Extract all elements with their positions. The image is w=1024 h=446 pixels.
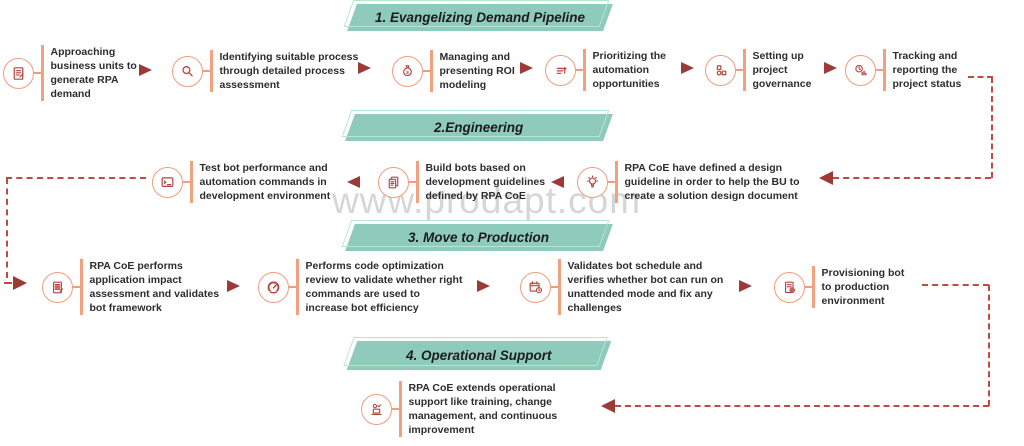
step-label: RPA CoE have defined a design guideline …: [624, 162, 800, 202]
step-design-guideline: RPA CoE have defined a design guideline …: [577, 161, 811, 203]
flow-arrow-icon: [520, 62, 533, 74]
calendar-clock-icon: [520, 271, 551, 303]
phase-title: 4. Operational Support: [406, 348, 552, 363]
step-label: Managing and presenting ROI modeling: [439, 51, 515, 91]
phase-banner-engineering: 2.Engineering: [345, 114, 613, 141]
priority-list-icon: [545, 54, 576, 86]
step-operational-support: RPA CoE extends operational support like…: [361, 381, 581, 437]
dashed-connector-3: [615, 405, 989, 407]
terminal-icon: [152, 166, 183, 198]
step-label: Identifying suitable process through det…: [219, 51, 359, 91]
flow-arrow-icon: [477, 280, 490, 292]
dashed-connector-1: [833, 177, 991, 179]
support-laptop-icon: [361, 393, 392, 425]
step-test-bot-performance: Test bot performance and automation comm…: [152, 161, 340, 203]
clipboard-icon: [3, 57, 34, 89]
governance-blocks-icon: [705, 54, 736, 86]
phase-title: 2.Engineering: [434, 120, 524, 135]
step-label: Setting up project governance: [752, 50, 812, 90]
phase-banner-evangelizing: 1. Evangelizing Demand Pipeline: [347, 4, 613, 31]
step-tracking-reporting: Tracking and reporting the project statu…: [845, 49, 979, 91]
gauge-icon: [258, 271, 289, 303]
step-label: Performs code optimization review to val…: [305, 260, 463, 314]
flow-arrow-icon: [739, 280, 752, 292]
dashed-arrow-left-icon: [601, 399, 615, 413]
step-label: RPA CoE performs application impact asse…: [89, 260, 220, 314]
flow-arrow-icon: [347, 176, 360, 188]
step-label: Validates bot schedule and verifies whet…: [567, 260, 724, 314]
step-provisioning-bot: Provisioning bot to production environme…: [774, 266, 917, 308]
step-impact-assessment: RPA CoE performs application impact asse…: [42, 259, 225, 315]
provisioning-icon: [774, 271, 805, 303]
dashed-connector-1: [991, 77, 993, 178]
phase-title: 1. Evangelizing Demand Pipeline: [374, 10, 586, 25]
flow-arrow-icon: [551, 176, 564, 188]
dashed-arrow-right-icon: [13, 276, 27, 290]
magnifier-icon: [172, 55, 203, 87]
step-label: Test bot performance and automation comm…: [199, 162, 331, 202]
step-label: RPA CoE extends operational support like…: [408, 382, 558, 436]
step-roi-modeling: $ Managing and presenting ROI modeling: [392, 50, 524, 92]
flow-arrow-icon: [139, 64, 152, 76]
dashed-connector-3: [988, 285, 990, 406]
dashed-connector-2: [6, 178, 8, 278]
phase-banner-move-to-production: 3. Move to Production: [345, 224, 613, 251]
phase-title: 3. Move to Production: [408, 230, 550, 245]
dashed-connector-1: [968, 76, 993, 78]
step-label: Approaching business units to generate R…: [50, 46, 137, 100]
step-identify-process: Identifying suitable process through det…: [172, 50, 360, 92]
flow-arrow-icon: [227, 280, 240, 292]
flow-arrow-icon: [358, 62, 371, 74]
step-validate-schedule: Validates bot schedule and verifies whet…: [520, 259, 730, 315]
dashed-connector-2: [4, 282, 12, 284]
documents-icon: [378, 166, 409, 198]
step-prioritize-opportunities: Prioritizing the automation opportunitie…: [545, 49, 681, 91]
svg-text:$: $: [406, 69, 409, 75]
assessment-doc-icon: [42, 271, 73, 303]
step-build-bots: Build bots based on development guidelin…: [378, 161, 554, 203]
step-label: Provisioning bot to production environme…: [821, 267, 905, 307]
moneybag-icon: $: [392, 55, 423, 87]
dashed-connector-3: [922, 284, 989, 286]
flow-arrow-icon: [824, 62, 837, 74]
step-label: Tracking and reporting the project statu…: [892, 50, 962, 90]
step-label: Prioritizing the automation opportunitie…: [592, 50, 667, 90]
step-code-optimization: Performs code optimization review to val…: [258, 259, 464, 315]
bulb-icon: [577, 166, 608, 198]
tracking-report-icon: [845, 54, 876, 86]
dashed-connector-2: [6, 177, 146, 179]
step-project-governance: Setting up project governance: [705, 49, 825, 91]
flow-arrow-icon: [681, 62, 694, 74]
dashed-arrow-left-icon: [819, 171, 833, 185]
step-label: Build bots based on development guidelin…: [425, 162, 546, 202]
phase-banner-operational-support: 4. Operational Support: [346, 341, 612, 370]
step-approach-business-units: Approaching business units to generate R…: [3, 45, 139, 101]
